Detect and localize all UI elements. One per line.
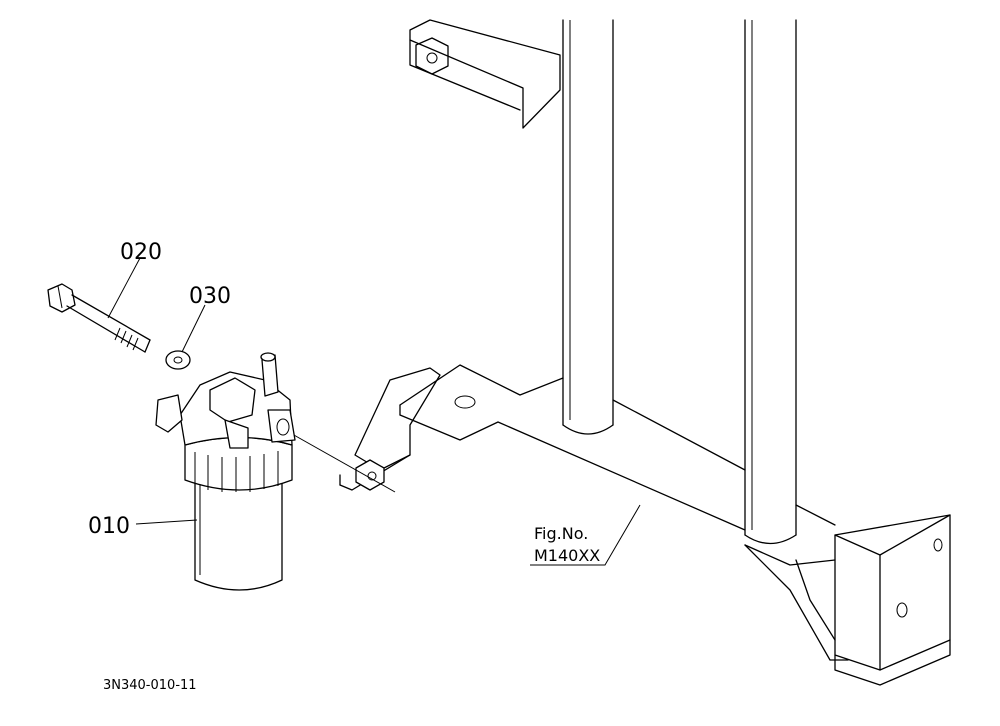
leader-lines: [107, 257, 641, 566]
callout-010: 010: [88, 514, 130, 539]
figure-number-value: M140XX: [534, 546, 600, 565]
washer-part: [165, 350, 191, 370]
callout-030: 030: [189, 284, 231, 309]
bolt-part: [47, 283, 151, 353]
filter-part: [155, 352, 296, 591]
drawing-code: 3N340-010-11: [103, 678, 197, 693]
callout-020: 020: [120, 240, 162, 265]
frame-bracket: [284, 19, 951, 686]
figure-number-label: Fig.No.: [534, 524, 588, 543]
